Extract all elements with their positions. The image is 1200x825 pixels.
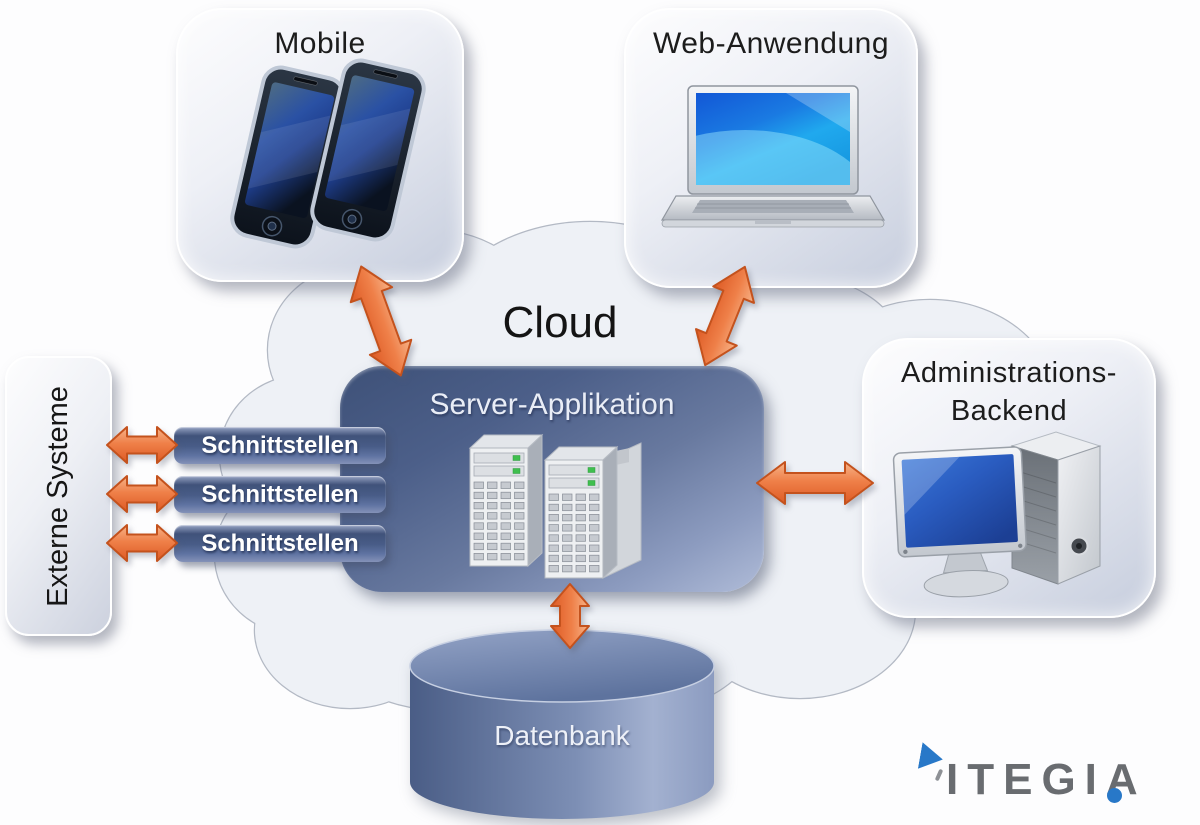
administrations-backend-label: Administrations- Backend: [901, 357, 1117, 428]
arrow-server-admin: [756, 461, 874, 505]
schnittstellen-bar-1: Schnittstellen: [174, 427, 386, 464]
externe-systeme-node: Externe Systeme: [5, 356, 112, 636]
logo-brand-text: ITEGIA: [946, 755, 1147, 804]
cloud-label: Cloud: [502, 298, 618, 347]
logo-dot-icon: [1107, 788, 1122, 803]
server-applikation-node: Server-Applikation: [340, 366, 764, 592]
arrow-externe-schnittstelle-1: [106, 426, 178, 464]
web-anwendung-label: Web-Anwendung: [652, 27, 890, 60]
administrations-backend-node: Administrations- Backend: [862, 338, 1156, 618]
arrow-server-datenbank: [550, 583, 590, 649]
arrow-externe-schnittstelle-2: [106, 475, 178, 513]
server-applikation-label: Server-Applikation: [429, 388, 675, 421]
datenbank-label: Datenbank: [494, 720, 630, 751]
mobile-label: Mobile: [274, 27, 366, 60]
schnittstellen-bar-2: Schnittstellen: [174, 476, 386, 513]
logo-tick-icon: [934, 768, 944, 782]
externe-systeme-label: Externe Systeme: [42, 385, 75, 607]
schnittstellen-bar-3: Schnittstellen: [174, 525, 386, 562]
mobile-node: Mobile: [176, 8, 464, 282]
itegia-logo: ITEGIA: [910, 735, 1170, 815]
logo-triangle-icon: [918, 742, 945, 773]
arrow-externe-schnittstelle-3: [106, 524, 178, 562]
web-anwendung-node: Web-Anwendung: [624, 8, 918, 288]
